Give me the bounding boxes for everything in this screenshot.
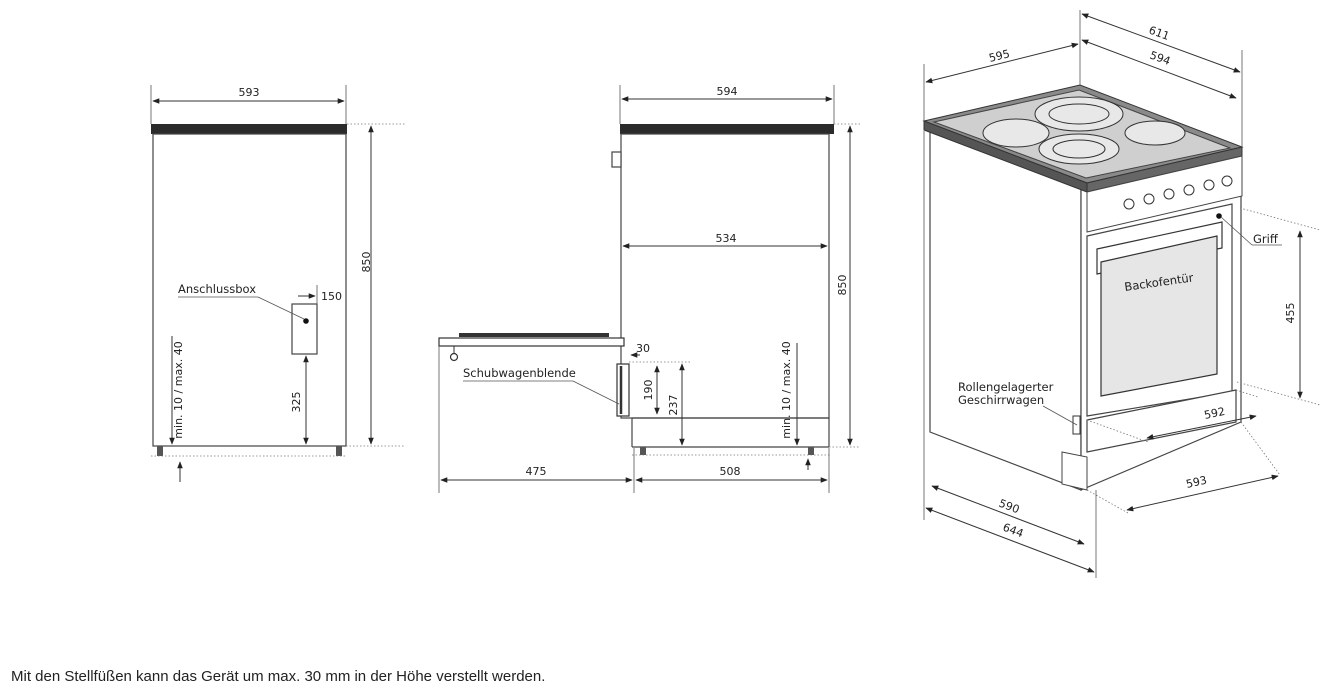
side-width-label: 594 bbox=[717, 85, 738, 98]
trolley-wheel bbox=[449, 352, 459, 362]
base-length-label: 508 bbox=[720, 465, 741, 478]
trolley-width-dimension bbox=[1146, 414, 1257, 440]
burner-4 bbox=[1124, 120, 1186, 146]
front-width-label: 593 bbox=[239, 86, 260, 99]
knob-2 bbox=[1143, 193, 1155, 205]
front-feet-label: min. 10 / max. 40 bbox=[172, 341, 185, 438]
trolley-label-line1: Rollengelagerter bbox=[958, 380, 1054, 394]
front-foot-right bbox=[336, 446, 342, 456]
cooker-left-side bbox=[929, 129, 1082, 491]
bottom-width-label: 593 bbox=[1185, 474, 1208, 491]
front-height-label: 850 bbox=[360, 252, 373, 273]
knob-1 bbox=[1123, 198, 1135, 210]
knob-6 bbox=[1221, 175, 1233, 187]
connection-box-label: Anschlussbox bbox=[178, 282, 256, 296]
panel-height2-label: 237 bbox=[667, 395, 680, 416]
knob-5 bbox=[1203, 179, 1215, 191]
trolley-panel bbox=[616, 363, 630, 417]
side-body bbox=[620, 133, 830, 419]
top-depth-dimension bbox=[1081, 39, 1237, 99]
bottom-width-dimension bbox=[1126, 474, 1279, 512]
trolley-panel-label: Schubwagenblende bbox=[463, 366, 576, 380]
caption: Mit den Stellfüßen kann das Gerät um max… bbox=[11, 668, 546, 685]
bottom-depth-outer-label: 644 bbox=[1001, 521, 1025, 541]
bottom-depth-label: 590 bbox=[997, 497, 1021, 517]
top-depth-label: 594 bbox=[1148, 49, 1172, 68]
trolley-width-label: 592 bbox=[1203, 405, 1226, 422]
box-height-label: 325 bbox=[290, 392, 303, 413]
front-view: 593 850 Anschlussbox 150 325 min. 10 / m… bbox=[150, 85, 405, 482]
handle-label: Griff bbox=[1253, 232, 1279, 246]
top-width-label: 595 bbox=[988, 47, 1012, 65]
box-offset-label: 150 bbox=[321, 290, 342, 303]
top-width-dimension bbox=[925, 42, 1079, 84]
side-foot-right bbox=[808, 447, 814, 455]
connection-box bbox=[291, 303, 318, 355]
front-worktop bbox=[151, 124, 347, 134]
side-knob bbox=[611, 151, 622, 168]
knob-3 bbox=[1163, 188, 1175, 200]
bottom-depth-outer-dimension bbox=[925, 507, 1095, 573]
side-depth-label: 534 bbox=[716, 232, 737, 245]
side-feet-label: min. 10 / max. 40 bbox=[780, 341, 793, 438]
trolley-base bbox=[438, 337, 625, 347]
handle-point bbox=[1216, 213, 1222, 219]
trolley-plate bbox=[459, 333, 609, 337]
oven-window bbox=[1100, 235, 1218, 397]
side-view: 594 850 534 30 Schubwagenblende 190 237 … bbox=[438, 85, 860, 493]
handle-height-label: 455 bbox=[1284, 303, 1297, 324]
connection-box-point bbox=[303, 318, 309, 324]
panel-height1-label: 190 bbox=[642, 380, 655, 401]
side-foot-left bbox=[640, 447, 646, 455]
top-depth-outer-label: 611 bbox=[1147, 24, 1171, 43]
trolley-label-line2: Geschirrwagen bbox=[958, 393, 1044, 407]
perspective-view: Backofentür 595 611 594 Griff 455 Rollen… bbox=[922, 10, 1321, 578]
burner-1 bbox=[982, 118, 1050, 148]
front-body bbox=[152, 133, 347, 447]
side-worktop bbox=[620, 124, 834, 134]
front-foot-left bbox=[157, 446, 163, 456]
plinth bbox=[1061, 451, 1088, 491]
burner-2-inner bbox=[1048, 103, 1110, 125]
burner-3-inner bbox=[1052, 139, 1106, 159]
knob-4 bbox=[1183, 184, 1195, 196]
side-height-label: 850 bbox=[836, 275, 849, 296]
trolley-length-label: 475 bbox=[526, 465, 547, 478]
gap-label: 30 bbox=[636, 342, 650, 355]
